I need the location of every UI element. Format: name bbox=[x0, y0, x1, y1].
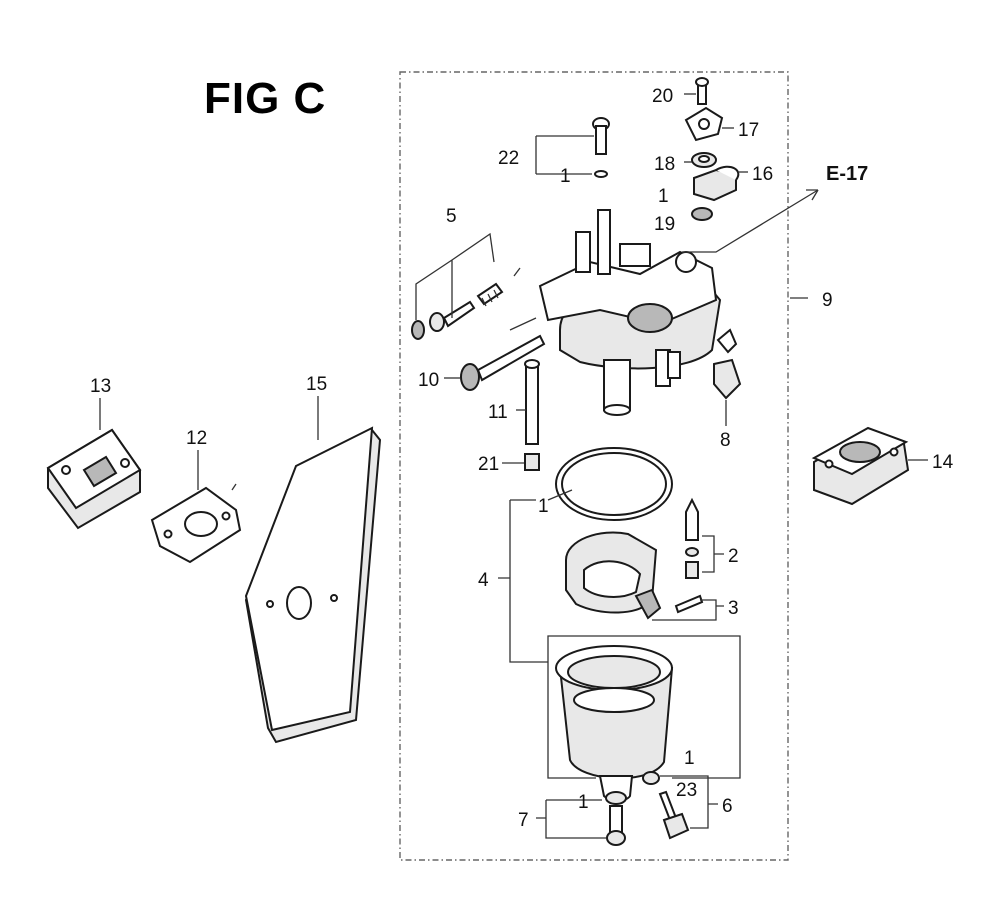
callout-14: 14 bbox=[932, 452, 954, 473]
callout-20: 20 bbox=[652, 86, 673, 107]
callout-21: 21 bbox=[478, 454, 499, 475]
part-20-screw bbox=[695, 77, 709, 105]
part-21-main-jet bbox=[524, 453, 540, 471]
callout-1-bottom-right: 1 bbox=[684, 748, 695, 769]
part-12-gasket bbox=[150, 483, 242, 564]
part-5-pilot-screw bbox=[411, 282, 504, 340]
reference-e17: E-17 bbox=[826, 163, 868, 185]
part-9-carburetor-body bbox=[538, 209, 722, 416]
callout-1-top: 1 bbox=[560, 166, 571, 187]
callout-11: 11 bbox=[488, 402, 508, 423]
part-2-float-valve bbox=[685, 497, 699, 579]
callout-13: 13 bbox=[90, 376, 111, 397]
part-10-throttle-screw bbox=[460, 334, 546, 391]
part-17-cover bbox=[684, 106, 724, 142]
part-8-drain bbox=[713, 328, 742, 400]
callout-5: 5 bbox=[446, 206, 457, 227]
callout-1-right: 1 bbox=[658, 186, 669, 207]
callout-9: 9 bbox=[822, 290, 833, 311]
part-15-plate bbox=[244, 426, 382, 744]
part-11-jet-holder bbox=[524, 359, 540, 445]
part-6-drain-bolt bbox=[658, 790, 690, 840]
callout-7: 7 bbox=[518, 810, 529, 831]
part-19-o-ring bbox=[691, 207, 713, 221]
callout-3: 3 bbox=[728, 598, 739, 619]
callout-6: 6 bbox=[722, 796, 733, 817]
callout-2: 2 bbox=[728, 546, 739, 567]
part-1-bowl-gasket bbox=[555, 447, 673, 521]
part-22-screw bbox=[592, 117, 610, 178]
callout-10: 10 bbox=[418, 370, 439, 391]
callout-1-bottom-left: 1 bbox=[578, 792, 589, 813]
callout-18: 18 bbox=[654, 154, 675, 175]
part-16-cap bbox=[693, 165, 740, 202]
callout-4: 4 bbox=[478, 570, 489, 591]
float-bowl bbox=[555, 645, 674, 802]
callout-23: 23 bbox=[676, 780, 697, 801]
part-23-washer bbox=[642, 771, 660, 785]
callout-1-mid: 1 bbox=[538, 496, 549, 517]
assembly-frame bbox=[399, 71, 789, 861]
callout-22: 22 bbox=[498, 148, 519, 169]
part-7-bowl-bolt bbox=[605, 791, 627, 846]
leader-lines bbox=[99, 93, 928, 839]
part-4-float bbox=[565, 531, 662, 620]
part-13-insulator bbox=[46, 428, 142, 530]
callout-15: 15 bbox=[306, 374, 327, 395]
part-14-insulator bbox=[811, 426, 910, 506]
callout-12: 12 bbox=[186, 428, 207, 449]
callout-17: 17 bbox=[738, 120, 759, 141]
part-3-float-pin bbox=[674, 594, 704, 614]
callout-19: 19 bbox=[654, 214, 675, 235]
figure-title: FIG C bbox=[204, 74, 327, 123]
part-18-seal bbox=[691, 152, 717, 168]
callout-16: 16 bbox=[752, 164, 773, 185]
callout-8: 8 bbox=[720, 430, 731, 451]
